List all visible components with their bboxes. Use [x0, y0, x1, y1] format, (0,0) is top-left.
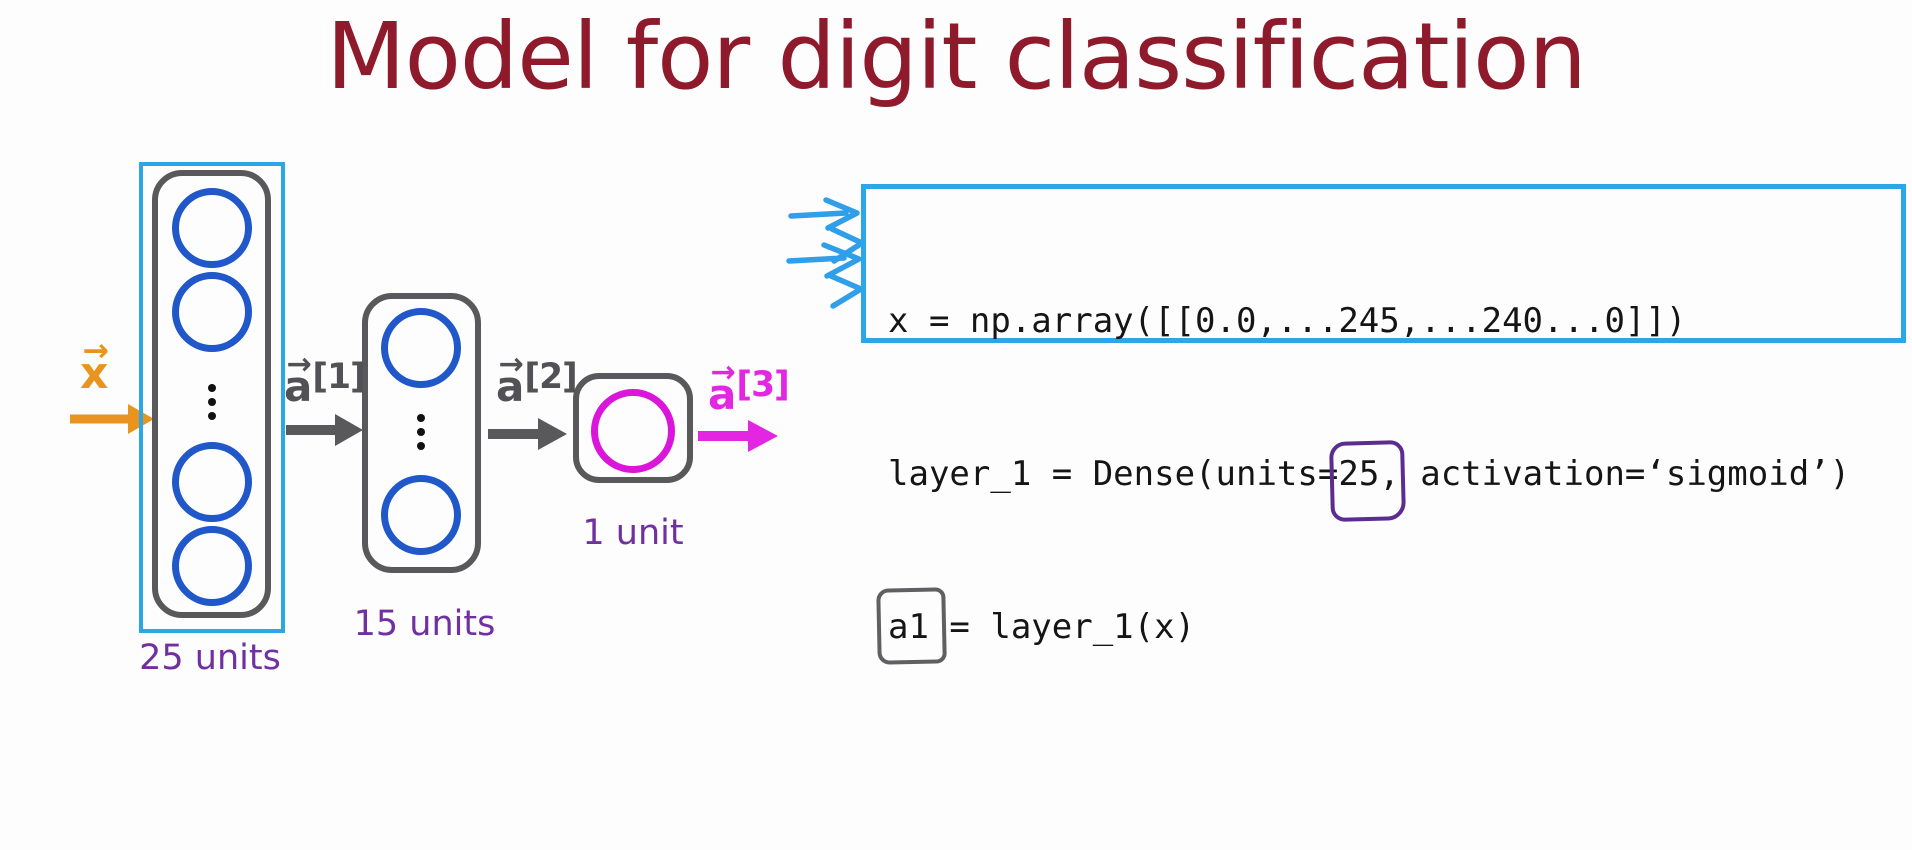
- layer3-rect: [573, 373, 693, 483]
- activation3-label: →a[3]: [708, 355, 790, 420]
- code-line-2: layer_1 = Dense(units=25, activation=‘si…: [888, 449, 1901, 500]
- ellipsis-dot: [208, 384, 216, 392]
- code-line-1: x = np.array([[0.0,...245,...240...0]]): [888, 301, 1687, 341]
- vector-arrow-icon: →: [286, 347, 312, 383]
- output-arrow-icon: [698, 420, 778, 452]
- ellipsis-dot: [417, 442, 425, 450]
- layer1-neuron: [172, 442, 252, 522]
- layer1-rect: [152, 170, 271, 618]
- layer2-neuron: [381, 308, 461, 388]
- layer2-units-label: 15 units: [353, 604, 496, 644]
- code-pointer-arrow-1-icon: [788, 197, 865, 264]
- slide-title: Model for digit classification: [326, 3, 1587, 110]
- code-pointer-arrow-2-icon: [786, 242, 864, 309]
- code-panel: x = np.array([[0.0,...245,...240...0]]) …: [861, 184, 1906, 647]
- vector-arrow-icon: →: [82, 332, 110, 369]
- units-25-circle-annotation: 25,: [1338, 449, 1399, 500]
- layer1-to-layer2-arrow-icon: [286, 414, 363, 446]
- ellipsis-dot: [208, 398, 216, 406]
- layer3-units-label: 1 unit: [582, 513, 684, 553]
- layer1-units-label: 25 units: [139, 638, 281, 678]
- layer2-rect: [362, 293, 481, 573]
- layer3-neuron: [591, 389, 675, 473]
- vector-arrow-icon: →: [498, 347, 524, 383]
- layer1-neuron: [172, 188, 252, 268]
- activation2-label: →a[2]: [496, 347, 578, 412]
- layer1-neuron: [172, 526, 252, 606]
- layer1-neuron: [172, 272, 252, 352]
- ellipsis-dot: [208, 412, 216, 420]
- activation1-label: →a[1]: [284, 347, 366, 412]
- layer2-to-layer3-arrow-icon: [488, 418, 567, 450]
- layer1-highlight-box: [139, 162, 285, 633]
- input-vector-label: →x: [80, 332, 110, 399]
- code-line-3: a1 = layer_1(x): [888, 602, 1901, 653]
- a1-box-annotation: a1: [888, 602, 929, 653]
- vector-arrow-icon: →: [710, 355, 736, 391]
- ellipsis-dot: [417, 414, 425, 422]
- layer2-neuron: [381, 475, 461, 555]
- ellipsis-dot: [417, 428, 425, 436]
